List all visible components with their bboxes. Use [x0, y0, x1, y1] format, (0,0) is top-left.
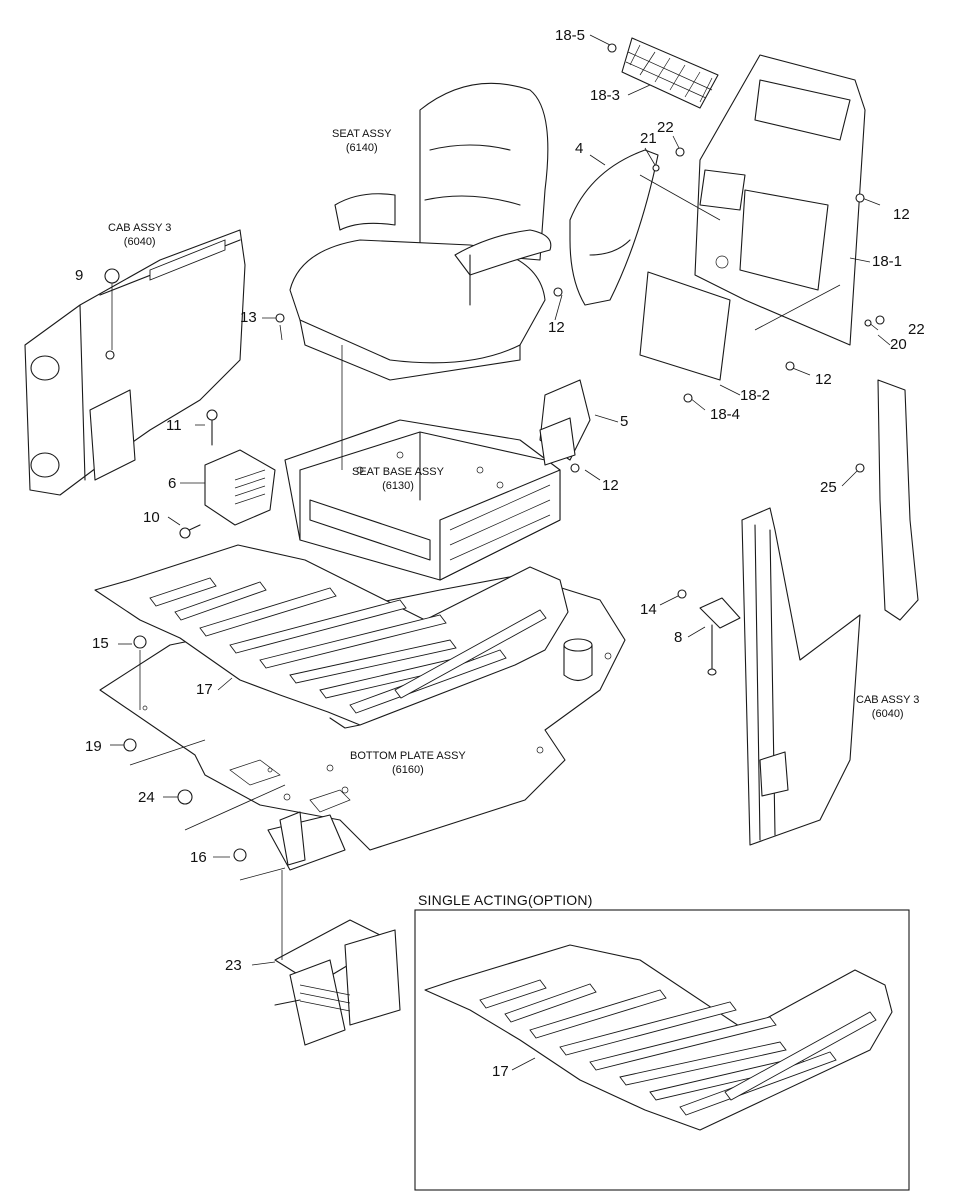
callout-6: 6 [168, 475, 177, 492]
bottom-plate-name: BOTTOM PLATE ASSY [350, 750, 466, 762]
rear-panel-18-1-drawing [694, 54, 866, 346]
callout-18-1: 18-1 [872, 253, 903, 270]
duct-5-drawing [539, 379, 591, 466]
callout-20: 20 [890, 336, 907, 353]
callout-10: 10 [143, 509, 160, 526]
fasteners [104, 43, 885, 862]
callout-12-cover: 12 [548, 319, 565, 336]
mat-slot [559, 1001, 737, 1056]
cover-plate-18-2 [639, 271, 731, 381]
seat-drawing [289, 82, 552, 381]
callout-8: 8 [674, 629, 683, 646]
callout-19: 19 [85, 738, 102, 755]
cab-left-name: CAB ASSY 3 [108, 222, 172, 234]
callout-22-right: 22 [908, 321, 925, 338]
callout-16: 16 [190, 849, 207, 866]
bottom-plate-label: BOTTOM PLATE ASSY (6160) [350, 750, 466, 778]
callout-12-top-right: 12 [893, 206, 910, 223]
hinge-23-drawing [274, 919, 401, 1046]
mat-slot [589, 1016, 777, 1071]
mat-slot [229, 599, 407, 654]
callout-24: 24 [138, 789, 155, 806]
cab-right-name: CAB ASSY 3 [856, 694, 920, 706]
option-callout-17: 17 [492, 1063, 509, 1080]
cab-left-drawing [24, 229, 246, 496]
cab-right-label: CAB ASSY 3 (6040) [856, 694, 919, 722]
mat-slot [199, 587, 337, 637]
mat-slot [479, 979, 547, 1009]
callout-18-2: 18-2 [740, 387, 771, 404]
cab-left-label: CAB ASSY 3 (6040) [108, 222, 171, 250]
seat-base-name: SEAT BASE ASSY [352, 466, 444, 478]
leader-lines [110, 34, 891, 1071]
callout-17: 17 [196, 681, 213, 698]
bottom-plate-code: (6160) [391, 763, 424, 776]
mat-slot [394, 609, 547, 699]
seat-base-drawing [284, 419, 561, 581]
duct-6-drawing [179, 409, 276, 539]
callout-22-top: 22 [657, 119, 674, 136]
option-floor-mat-drawing [424, 944, 893, 1131]
lever-8-drawing [699, 597, 741, 676]
seat-assy-label: SEAT ASSY (6140) [332, 128, 392, 156]
callout-9: 9 [75, 267, 84, 284]
cover-4-drawing [569, 149, 659, 306]
callout-5: 5 [620, 413, 629, 430]
seat-base-code: (6130) [382, 479, 414, 492]
callout-11: 11 [166, 417, 182, 434]
callout-14: 14 [640, 601, 657, 618]
cab-right-drawing [741, 507, 861, 846]
mat-slot [619, 1041, 787, 1086]
callout-18-3: 18-3 [590, 87, 621, 104]
callout-4: 4 [575, 140, 584, 157]
callout-13: 13 [240, 309, 257, 326]
option-box-title: SINGLE ACTING(OPTION) [418, 892, 593, 908]
mat-slot [724, 1011, 877, 1101]
mat-slot [174, 581, 267, 621]
callout-23: 23 [225, 957, 242, 974]
mat-slot [289, 639, 457, 684]
mat-slot [149, 577, 217, 607]
callout-21: 21 [640, 130, 657, 147]
callout-25: 25 [820, 479, 837, 496]
floor-mat-drawing [94, 544, 569, 729]
callout-15: 15 [92, 635, 109, 652]
seat-assy-name: SEAT ASSY [332, 128, 392, 140]
seat-base-label: SEAT BASE ASSY (6130) [352, 466, 444, 494]
mat-slot [504, 983, 597, 1023]
cab-right-code: (6040) [871, 707, 904, 720]
trim-25-drawing [877, 379, 919, 621]
cab-left-code: (6040) [123, 235, 156, 248]
seat-assy-code: (6140) [345, 141, 378, 154]
mat-slot [259, 614, 447, 669]
mat-slot [529, 989, 667, 1039]
callout-18-4: 18-4 [710, 406, 741, 423]
callout-12-duct: 12 [602, 477, 619, 494]
option-box-frame [414, 909, 910, 1191]
callout-18-5: 18-5 [555, 27, 586, 44]
net-pocket-18-3 [621, 37, 719, 109]
callout-12-lower-right: 12 [815, 371, 832, 388]
